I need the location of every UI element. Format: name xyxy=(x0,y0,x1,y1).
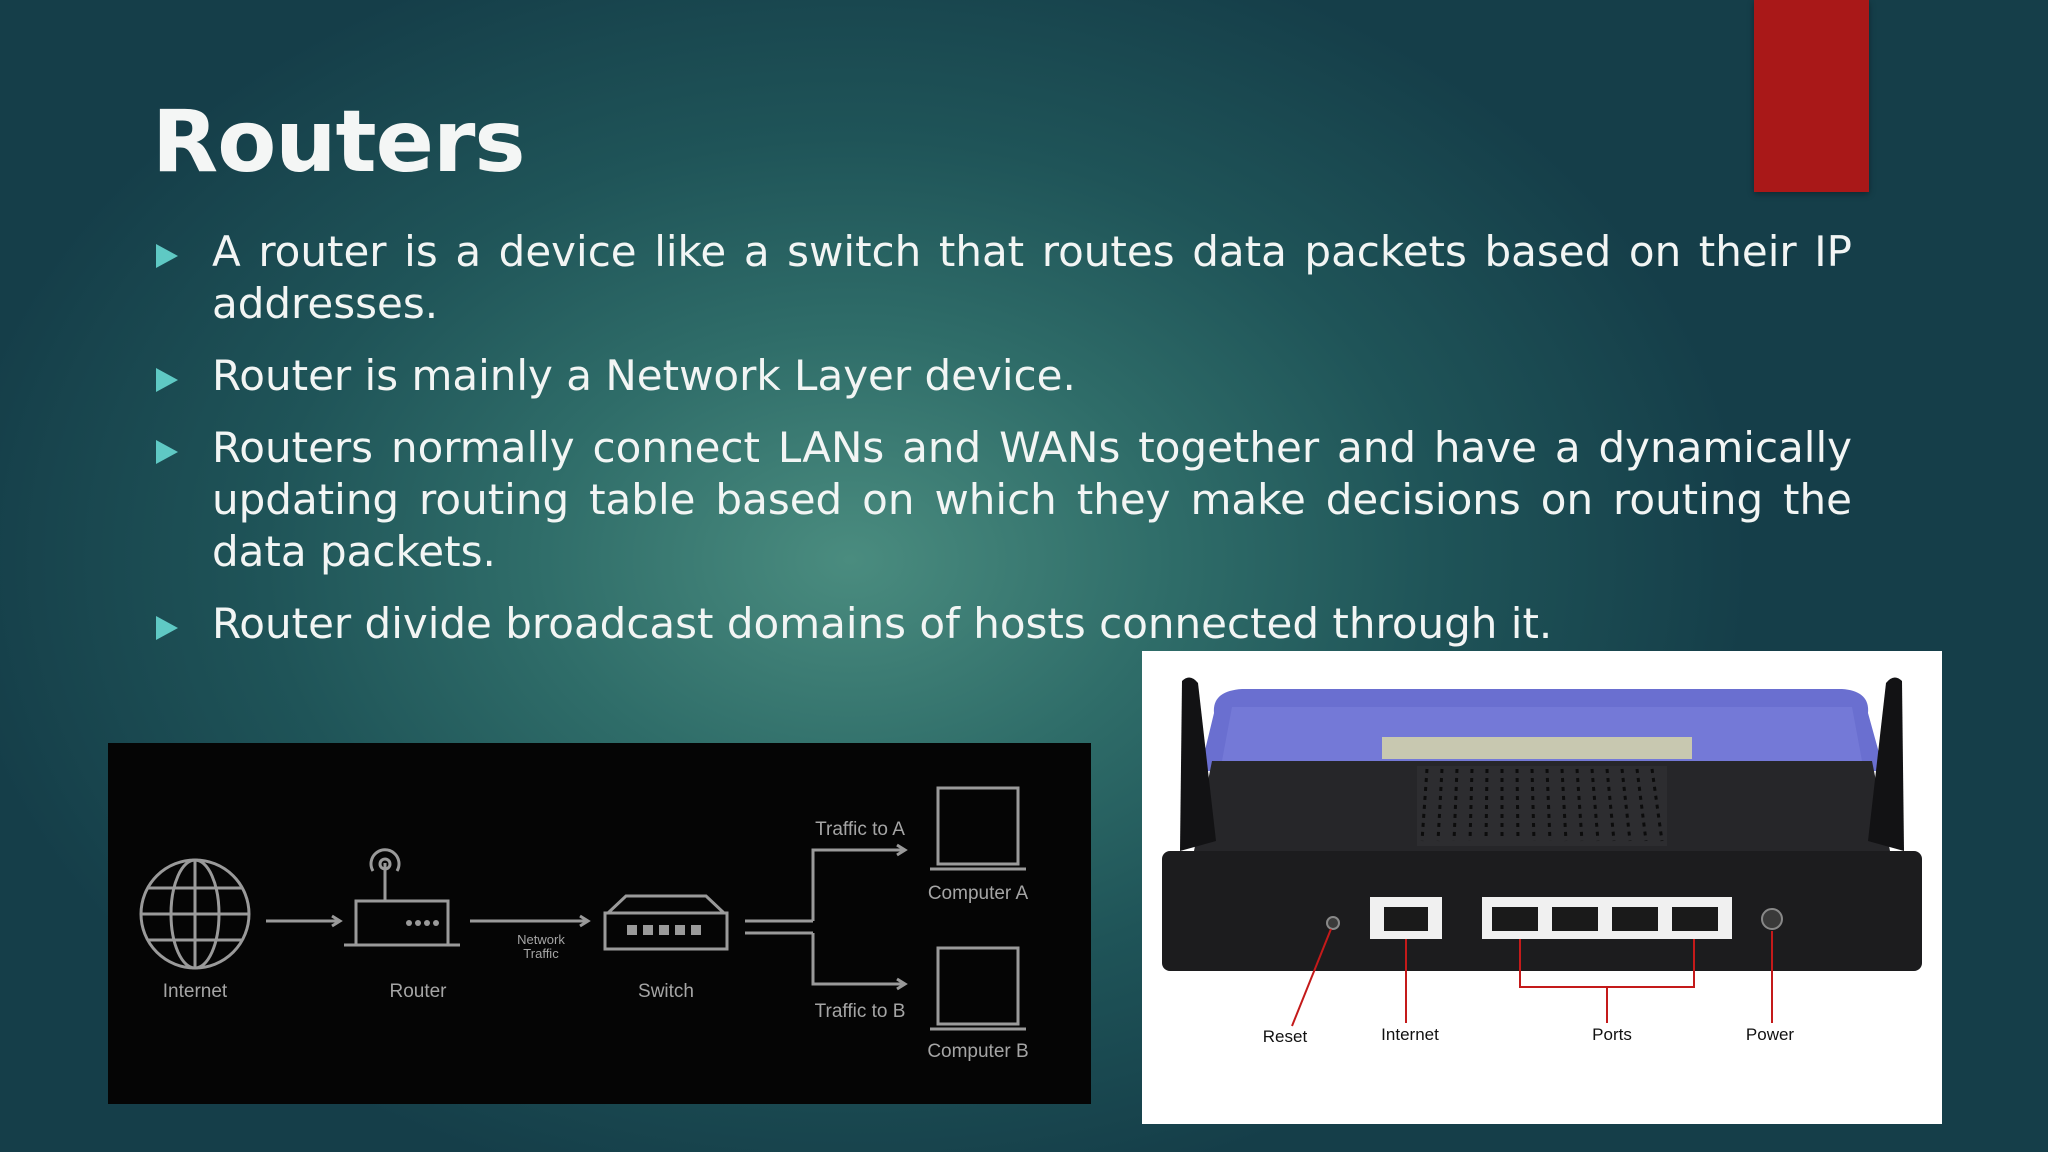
bullet-list: A router is a device like a switch that … xyxy=(152,226,1852,670)
label-traffic-b: Traffic to B xyxy=(815,1001,906,1022)
label-ports: Ports xyxy=(1592,1025,1632,1044)
slide-title: Routers xyxy=(152,92,526,192)
accent-bar xyxy=(1754,0,1869,192)
bullet-item: A router is a device like a switch that … xyxy=(152,226,1852,330)
bullet-arrow-icon xyxy=(156,616,178,640)
network-diagram: Internet Router Network Traffic Switch T… xyxy=(139,786,1029,1062)
label-network-traffic-2: Traffic xyxy=(523,946,559,961)
label-computer-a: Computer A xyxy=(928,883,1029,904)
bullet-arrow-icon xyxy=(156,368,178,392)
router-photo-image: Reset Internet Ports Power xyxy=(1142,651,1942,1124)
label-internet: Internet xyxy=(163,981,228,1002)
label-power: Power xyxy=(1746,1025,1795,1044)
label-router: Router xyxy=(389,981,447,1002)
bullet-arrow-icon xyxy=(156,244,178,268)
bullet-arrow-icon xyxy=(156,440,178,464)
bullet-item: Router is mainly a Network Layer device. xyxy=(152,350,1852,402)
label-computer-b: Computer B xyxy=(927,1041,1028,1062)
label-reset: Reset xyxy=(1263,1027,1308,1046)
bullet-text: Routers normally connect LANs and WANs t… xyxy=(212,423,1852,576)
bullet-text: Router is mainly a Network Layer device. xyxy=(212,351,1076,400)
label-network-traffic-1: Network xyxy=(517,932,565,947)
router-icon xyxy=(344,848,460,947)
bullet-text: Router divide broadcast domains of hosts… xyxy=(212,599,1553,648)
bullet-text: A router is a device like a switch that … xyxy=(212,227,1852,328)
globe-icon xyxy=(139,858,251,970)
bullet-item: Routers normally connect LANs and WANs t… xyxy=(152,422,1852,578)
bullet-item: Router divide broadcast domains of hosts… xyxy=(152,598,1852,650)
label-switch: Switch xyxy=(638,981,694,1002)
label-internet-port: Internet xyxy=(1381,1025,1439,1044)
laptop-icon xyxy=(930,946,1026,1031)
label-traffic-a: Traffic to A xyxy=(815,819,905,840)
network-diagram-image: Internet Router Network Traffic Switch T… xyxy=(108,743,1091,1104)
laptop-icon xyxy=(930,786,1026,871)
router-photo: Reset Internet Ports Power xyxy=(1162,677,1922,1046)
switch-icon xyxy=(603,894,729,951)
